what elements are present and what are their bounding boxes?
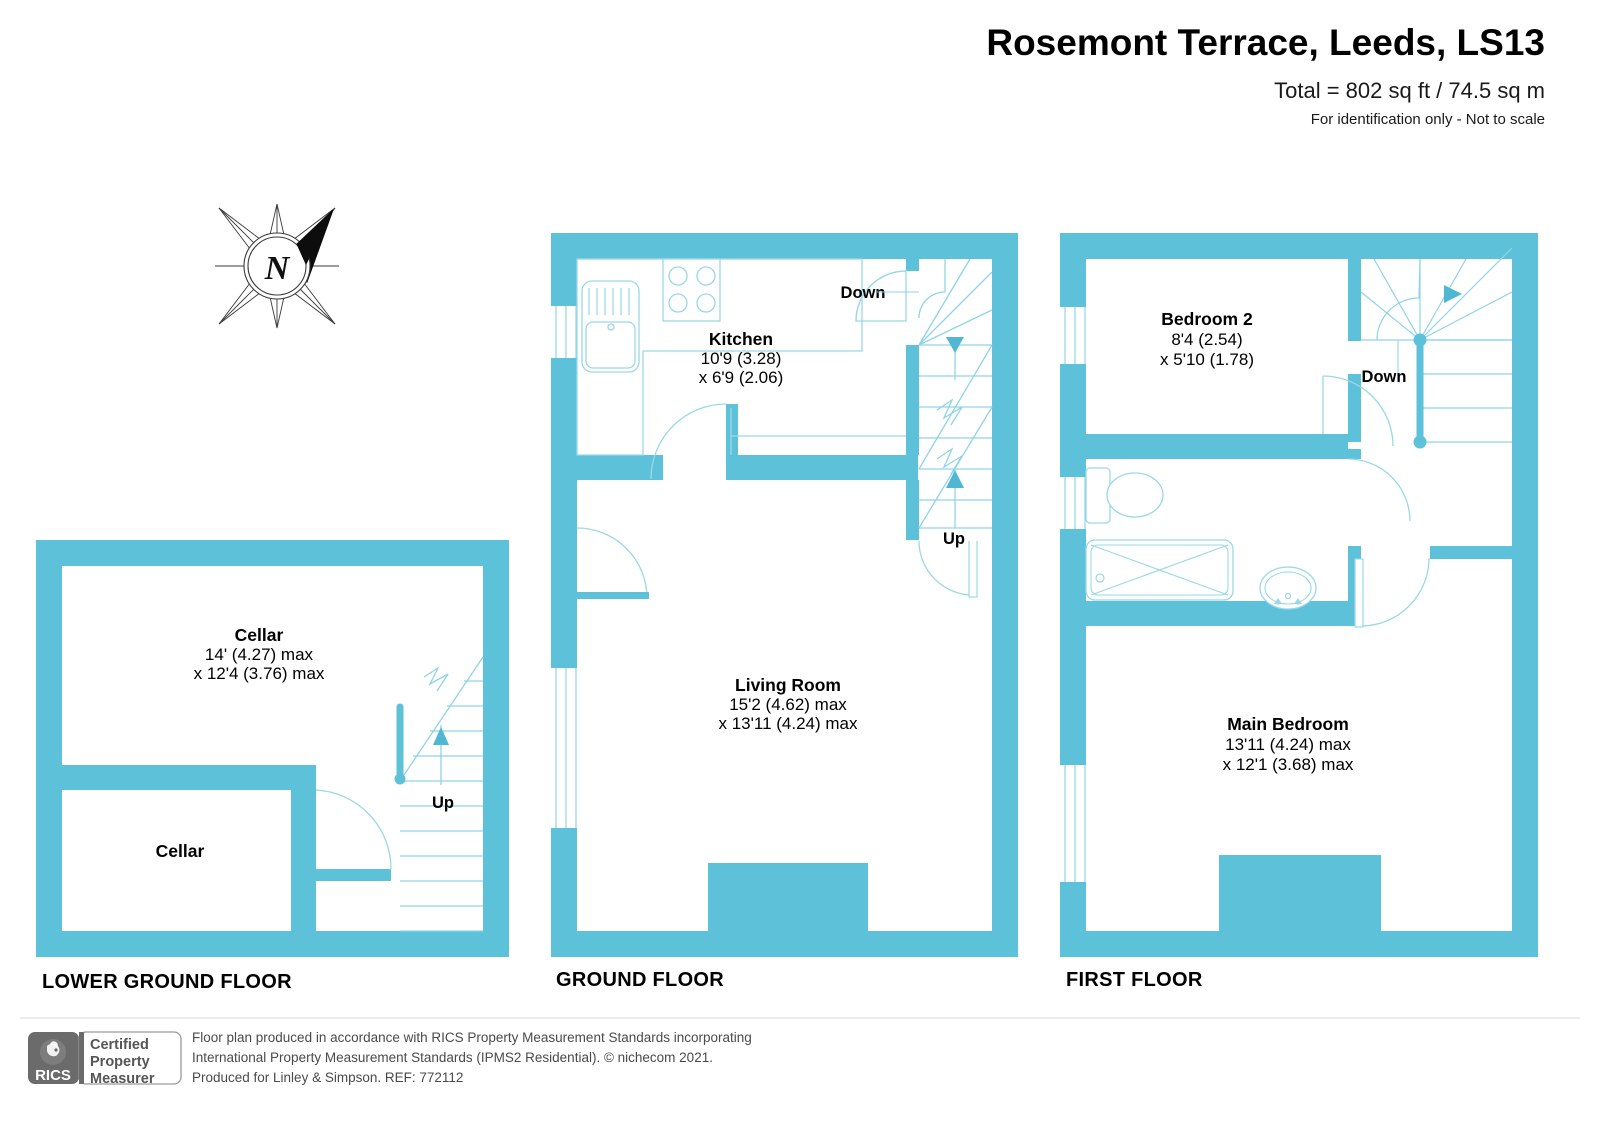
floor-ground: Down Up Kitchen 10'9 (3.28) x 6'9 (2.06)… — [551, 233, 1018, 991]
cellar-stair-label: Up — [432, 794, 454, 812]
svg-text:x 13'11 (4.24) max: x 13'11 (4.24) max — [719, 714, 858, 733]
floor-label-ground: GROUND FLOOR — [556, 969, 724, 991]
living-room-chimney-breast — [708, 863, 868, 931]
cellar-door-swing — [315, 789, 392, 870]
rics-lion-icon — [40, 1039, 66, 1065]
floor-label-first: FIRST FLOOR — [1066, 969, 1203, 991]
bedroom2-east-wall-lower — [1348, 374, 1361, 442]
svg-text:15'2 (4.62) max: 15'2 (4.62) max — [729, 695, 847, 714]
ground-stair-up-arrow — [946, 470, 964, 488]
stair-hall-wall-vertical-upper — [906, 345, 919, 455]
landing-wall-stub — [1290, 449, 1361, 459]
living-room-label: Living Room 15'2 (4.62) max x 13'11 (4.2… — [719, 675, 858, 733]
bedroom2-door-swing — [1322, 375, 1394, 447]
badge-line-1: Certified — [90, 1037, 149, 1053]
bathroom-door-swing — [1347, 458, 1411, 522]
main-bedroom-label: Main Bedroom 13'11 (4.24) max x 12'1 (3.… — [1223, 714, 1354, 774]
svg-text:Cellar: Cellar — [235, 625, 284, 645]
north-arrow-icon: N — [215, 203, 339, 329]
cellar-stair-up-arrow — [433, 727, 449, 745]
footer-line-2: International Property Measurement Stand… — [192, 1050, 713, 1065]
landing-south-wall — [1430, 546, 1512, 559]
svg-text:x 12'1 (3.68) max: x 12'1 (3.68) max — [1223, 755, 1354, 774]
header-block: Rosemont Terrace, Leeds, LS13 Total = 80… — [986, 22, 1545, 128]
svg-text:10'9 (3.28): 10'9 (3.28) — [701, 349, 782, 368]
ground-window-left-lower — [551, 668, 577, 828]
kitchen-fittings — [576, 258, 906, 456]
bath-icon — [1085, 539, 1234, 601]
first-window-main-bedroom — [1060, 765, 1086, 882]
kitchen-sink-icon — [581, 280, 640, 373]
main-bedroom-chimney-breast — [1219, 855, 1381, 931]
cellar-main-room-label: Cellar 14' (4.27) max x 12'4 (3.76) max — [194, 625, 325, 683]
wash-basin-icon — [1259, 566, 1317, 610]
total-area-text: Total = 802 sq ft / 74.5 sq m — [1274, 78, 1545, 103]
cellar-staircase: Up — [394, 656, 484, 932]
first-window-bedroom2 — [1060, 307, 1086, 364]
cellar-stair-break-line — [423, 666, 449, 692]
rics-wordmark: RICS — [35, 1067, 71, 1084]
ground-stair-up-label: Up — [943, 530, 965, 548]
svg-text:x 12'4 (3.76) max: x 12'4 (3.76) max — [194, 664, 325, 683]
page-title: Rosemont Terrace, Leeds, LS13 — [986, 22, 1545, 63]
badge-line-2: Property — [90, 1054, 150, 1070]
svg-text:Bedroom 2: Bedroom 2 — [1161, 309, 1253, 329]
bedroom2-east-wall — [1348, 259, 1361, 341]
toilet-icon — [1085, 467, 1164, 524]
bathroom-fittings — [1085, 467, 1317, 610]
kitchen-hob-icon — [662, 258, 721, 322]
svg-text:Main Bedroom: Main Bedroom — [1227, 714, 1349, 734]
cellar-second-room-label: Cellar — [156, 841, 205, 861]
svg-text:Kitchen: Kitchen — [709, 329, 773, 349]
footer-block: RICS Certified Property Measurer Floor p… — [20, 1017, 1580, 1087]
compass-n-label: N — [264, 250, 291, 287]
footer-line-3: Produced for Linley & Simpson. REF: 7721… — [192, 1070, 463, 1085]
floor-lower-ground: Up Cellar 14' (4.27) max x 12'4 (3.76) m… — [36, 540, 509, 993]
rics-certified-badge: RICS Certified Property Measurer — [28, 1031, 182, 1087]
cellar-partition-wall-horizontal — [62, 765, 316, 790]
kitchen-partition-wall-south — [577, 455, 663, 480]
first-window-bathroom — [1060, 477, 1086, 529]
svg-text:8'4 (2.54): 8'4 (2.54) — [1171, 330, 1242, 349]
footer-line-1: Floor plan produced in accordance with R… — [192, 1030, 752, 1045]
floor-first: Down Bedroom 2 8'4 (2.54) x 5'10 (1.78) … — [1060, 233, 1538, 991]
kitchen-partition-wall-south-2 — [726, 455, 918, 480]
svg-text:Living Room: Living Room — [735, 675, 841, 695]
cellar-partition-wall-vertical — [291, 765, 316, 931]
ground-up-door-leaf — [968, 538, 978, 598]
living-room-door-swing — [577, 528, 647, 598]
cellar-outer-walls — [36, 540, 509, 957]
cellar-door-threshold — [316, 869, 391, 881]
svg-text:x 5'10 (1.78): x 5'10 (1.78) — [1160, 350, 1254, 369]
ground-stair-down-arrow — [946, 337, 964, 353]
first-stair-down-label: Down — [1362, 368, 1407, 386]
svg-text:x 6'9 (2.06): x 6'9 (2.06) — [699, 368, 784, 387]
first-stair-down-arrow — [1444, 285, 1462, 303]
stair-hall-wall-top-stub — [906, 259, 919, 271]
ground-up-door-swing — [918, 540, 974, 596]
kitchen-room-label: Kitchen 10'9 (3.28) x 6'9 (2.06) — [699, 329, 784, 387]
kitchen-door-swing — [650, 403, 727, 480]
ground-window-left-upper — [551, 306, 577, 358]
floor-label-lower-ground: LOWER GROUND FLOOR — [42, 971, 292, 993]
badge-line-3: Measurer — [90, 1071, 155, 1087]
svg-text:14' (4.27) max: 14' (4.27) max — [205, 645, 314, 664]
kitchen-door-jamb — [726, 404, 738, 455]
bedroom2-label: Bedroom 2 8'4 (2.54) x 5'10 (1.78) — [1160, 309, 1254, 369]
bathroom-south-wall — [1086, 601, 1361, 626]
stair-hall-wall-vertical-lower — [906, 480, 919, 540]
ground-stair-down-label: Down — [841, 284, 886, 302]
disclaimer-text: For identification only - Not to scale — [1311, 111, 1545, 128]
ground-staircase: Down Up — [841, 258, 993, 548]
svg-text:13'11 (4.24) max: 13'11 (4.24) max — [1225, 735, 1351, 754]
first-staircase: Down — [1360, 247, 1513, 449]
main-bedroom-door-swing — [1360, 557, 1430, 627]
